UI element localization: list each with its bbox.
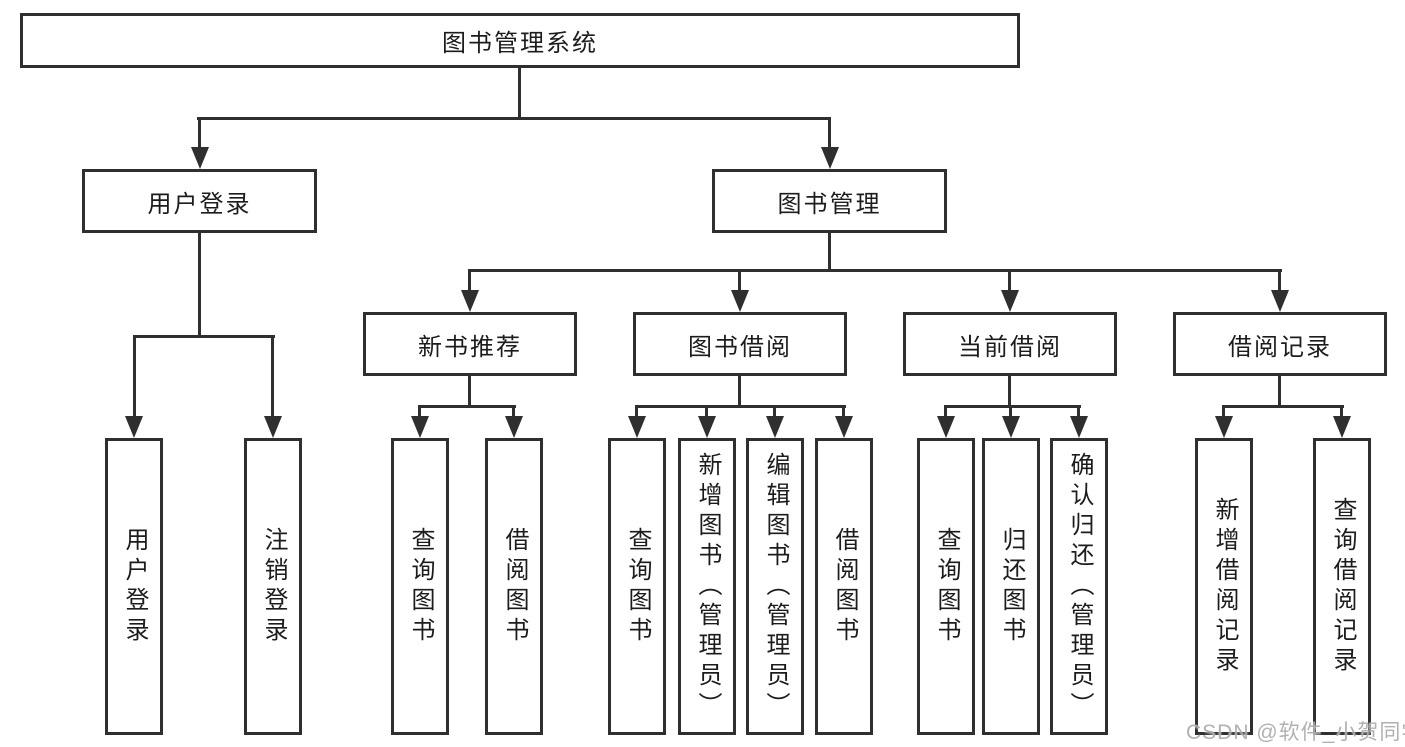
node-new-book-recommend-label: 新书推荐 <box>418 333 522 361</box>
arrowhead-icon <box>1271 290 1289 312</box>
connector-drop <box>271 335 274 420</box>
leaf-label: 新增图书（管理员） <box>694 451 721 722</box>
leaf-user-login: 用户登录 <box>105 438 163 735</box>
connector-drop <box>468 269 471 294</box>
connector-drop <box>944 405 947 420</box>
leaf-label: 注销登录 <box>260 526 287 647</box>
leaf-label: 借阅图书 <box>501 526 528 647</box>
arrowhead-icon <box>505 416 523 438</box>
node-current-borrow-label: 当前借阅 <box>958 333 1062 361</box>
leaf-query-books-1: 查询图书 <box>391 438 449 735</box>
connector-section-stem <box>738 374 741 408</box>
node-book-borrow-label: 图书借阅 <box>688 333 792 361</box>
leaf-label: 查询图书 <box>624 526 651 647</box>
connector-section-stem <box>1278 374 1281 408</box>
arrowhead-icon <box>125 416 143 438</box>
node-book-management: 图书管理 <box>712 169 947 233</box>
arrowhead-icon <box>766 416 784 438</box>
leaf-edit-book-admin: 编辑图书（管理员） <box>746 438 804 735</box>
arrowhead-icon <box>191 147 209 169</box>
connector-drop <box>1222 405 1225 420</box>
connector-l2-drop-left <box>198 117 201 151</box>
node-current-borrow: 当前借阅 <box>903 312 1117 376</box>
connector-user-login-stem <box>198 231 201 338</box>
node-book-management-label: 图书管理 <box>777 190 882 218</box>
connector-drop <box>133 335 136 420</box>
arrowhead-icon <box>1215 416 1233 438</box>
leaf-query-books-3: 查询图书 <box>917 438 975 735</box>
connector-user-login-rail <box>133 335 275 338</box>
connector-section-rail <box>635 405 846 408</box>
connector-drop <box>1009 405 1012 420</box>
connector-drop <box>1077 405 1080 420</box>
arrowhead-icon <box>461 290 479 312</box>
connector-drop <box>1008 269 1011 294</box>
connector-section-stem <box>468 374 471 408</box>
leaf-logout: 注销登录 <box>244 438 302 735</box>
arrowhead-icon <box>698 416 716 438</box>
arrowhead-icon <box>731 290 749 312</box>
arrowhead-icon <box>1070 416 1088 438</box>
node-root-label: 图书管理系统 <box>442 30 598 57</box>
node-root: 图书管理系统 <box>20 13 1020 68</box>
arrowhead-icon <box>937 416 955 438</box>
connector-drop <box>418 405 421 420</box>
connector-section-rail <box>944 405 1081 408</box>
connector-drop <box>635 405 638 420</box>
connector-drop <box>512 405 515 420</box>
arrowhead-icon <box>1001 290 1019 312</box>
node-borrow-records-label: 借阅记录 <box>1228 333 1332 361</box>
leaf-label: 用户登录 <box>121 526 148 647</box>
leaf-label: 查询图书 <box>933 526 960 647</box>
connector-section-rail <box>1222 405 1344 408</box>
connector-drop <box>1278 269 1281 294</box>
node-user-login-label: 用户登录 <box>147 190 252 218</box>
leaf-confirm-return-admin: 确认归还（管理员） <box>1050 438 1108 735</box>
leaf-label: 借阅图书 <box>831 526 858 647</box>
leaf-query-books-2: 查询图书 <box>608 438 666 735</box>
node-borrow-records: 借阅记录 <box>1173 312 1387 376</box>
node-user-login: 用户登录 <box>82 169 317 233</box>
connector-section-stem <box>1008 374 1011 408</box>
connector-l2-drop-right <box>828 117 831 151</box>
arrowhead-icon <box>821 147 839 169</box>
leaf-label: 确认归还（管理员） <box>1066 451 1093 722</box>
arrowhead-icon <box>1333 416 1351 438</box>
arrowhead-icon <box>1002 416 1020 438</box>
connector-drop <box>738 269 741 294</box>
connector-drop <box>1340 405 1343 420</box>
connector-l3-rail <box>468 269 1282 272</box>
arrowhead-icon <box>835 416 853 438</box>
connector-drop <box>705 405 708 420</box>
connector-book-mgmt-stem <box>828 231 831 272</box>
arrowhead-icon <box>411 416 429 438</box>
connector-section-rail <box>418 405 516 408</box>
leaf-label: 查询图书 <box>407 526 434 647</box>
leaf-add-borrow-record: 新增借阅记录 <box>1195 438 1253 735</box>
node-book-borrow: 图书借阅 <box>633 312 847 376</box>
leaf-query-borrow-record: 查询借阅记录 <box>1313 438 1371 735</box>
leaf-label: 新增借阅记录 <box>1211 496 1238 677</box>
leaf-label: 查询借阅记录 <box>1329 496 1356 677</box>
arrowhead-icon <box>264 416 282 438</box>
leaf-label: 编辑图书（管理员） <box>762 451 789 722</box>
connector-l2-rail <box>197 117 831 120</box>
connector-drop <box>842 405 845 420</box>
leaf-borrow-books-2: 借阅图书 <box>815 438 873 735</box>
connector-root-stem <box>518 66 521 119</box>
leaf-add-book-admin: 新增图书（管理员） <box>678 438 736 735</box>
connector-drop <box>773 405 776 420</box>
leaf-label: 归还图书 <box>998 526 1025 647</box>
arrowhead-icon <box>628 416 646 438</box>
leaf-return-book: 归还图书 <box>982 438 1040 735</box>
node-new-book-recommend: 新书推荐 <box>363 312 577 376</box>
watermark: CSDN @软件_小贺同学 <box>1186 721 1405 744</box>
leaf-borrow-books-1: 借阅图书 <box>485 438 543 735</box>
